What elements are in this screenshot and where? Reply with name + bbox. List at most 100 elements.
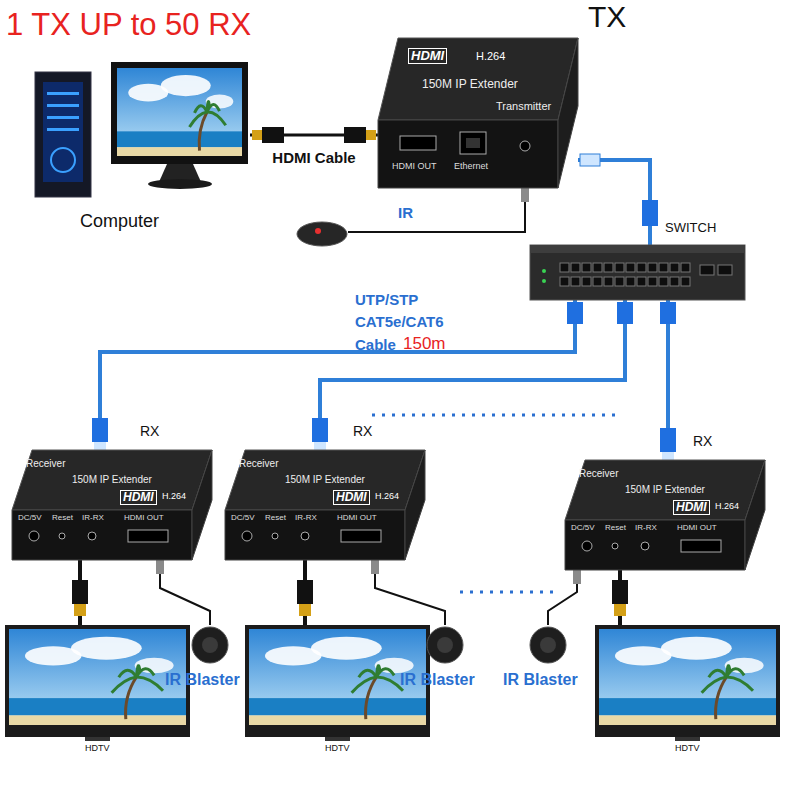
switch-port bbox=[615, 277, 624, 286]
dc-jack bbox=[582, 541, 592, 551]
node-text: HDMI OUT bbox=[677, 524, 717, 533]
ir-cable bbox=[348, 202, 525, 232]
switch-port bbox=[604, 277, 613, 286]
switch-port bbox=[681, 263, 690, 272]
switch-port bbox=[582, 263, 591, 272]
cable-connector bbox=[578, 160, 650, 245]
pc-light bbox=[47, 128, 79, 131]
dc-jack bbox=[29, 531, 39, 541]
node-text: Reset bbox=[265, 514, 286, 523]
continuation-dots bbox=[372, 414, 622, 417]
edge-label: HDMI Cable bbox=[272, 150, 355, 167]
node-text: IR-RX bbox=[295, 514, 317, 523]
node-drawing bbox=[12, 450, 212, 560]
hdmi-plug bbox=[262, 127, 284, 143]
node-text: Ethernet bbox=[454, 162, 488, 172]
node-text: 150M IP Extender bbox=[422, 78, 518, 91]
cable-connector bbox=[160, 560, 210, 625]
cable-label: 150m bbox=[403, 335, 446, 354]
node-drawing bbox=[225, 450, 425, 560]
computer-node: Computer bbox=[35, 62, 250, 237]
transmitter-box: TXHDMIH.264150M IP ExtenderTransmitterHD… bbox=[378, 38, 578, 188]
device-top bbox=[378, 38, 578, 120]
node-text: Receiver bbox=[239, 458, 278, 469]
sea bbox=[9, 698, 186, 715]
cable-label: IR bbox=[398, 205, 413, 222]
rj45-plug-tip bbox=[94, 442, 106, 450]
device-front bbox=[378, 120, 558, 188]
cable-label: UTP/STP bbox=[355, 292, 418, 309]
network-switch: SWITCH bbox=[530, 245, 745, 300]
palm-leaf bbox=[195, 106, 208, 113]
hdmi-plug-tip bbox=[366, 130, 376, 140]
status-led bbox=[542, 269, 546, 273]
palm-leaf bbox=[726, 677, 753, 691]
palm-trunk bbox=[716, 677, 727, 719]
palm-leaf bbox=[136, 666, 140, 677]
cable-connector bbox=[100, 300, 575, 450]
pc-light bbox=[47, 104, 79, 107]
node-drawing bbox=[35, 62, 248, 197]
hdmi-plug-tip bbox=[252, 130, 262, 140]
node-text: Reset bbox=[605, 524, 626, 533]
palm-leaf bbox=[376, 677, 403, 691]
cable-label: CAT5e/CAT6 bbox=[355, 314, 444, 331]
reset-button bbox=[272, 533, 278, 539]
ir-sensor-led bbox=[315, 228, 321, 234]
reset-button bbox=[612, 543, 618, 549]
tv-frame bbox=[5, 625, 190, 737]
hdmi-port bbox=[400, 136, 436, 150]
hdmi-port bbox=[681, 540, 721, 552]
switch-top bbox=[530, 245, 745, 253]
palm-trunk bbox=[199, 112, 207, 151]
cable-connector bbox=[666, 300, 670, 460]
diagram-title: 1 TX UP to 50 RX bbox=[6, 8, 251, 42]
cable-label: Cable bbox=[355, 337, 396, 354]
hdmi-plug-tip bbox=[74, 604, 86, 616]
device-front bbox=[12, 510, 192, 560]
node-text: DC/5V bbox=[571, 524, 595, 533]
device-side bbox=[405, 450, 425, 560]
palm-leaf bbox=[207, 102, 210, 112]
screen-sky bbox=[599, 629, 776, 725]
cloud bbox=[161, 75, 211, 96]
device-side bbox=[558, 38, 578, 188]
ir-blaster-eye bbox=[437, 637, 453, 653]
cable-connector bbox=[375, 560, 445, 625]
node-text: SWITCH bbox=[665, 221, 716, 235]
node-text: HDMI bbox=[333, 490, 370, 505]
ethernet-port bbox=[460, 132, 486, 154]
device-side bbox=[745, 460, 765, 570]
node-text: HDTV bbox=[85, 744, 110, 754]
node-text: HDMI bbox=[673, 500, 710, 515]
node-text: HDTV bbox=[675, 744, 700, 754]
tv-stand bbox=[675, 737, 700, 741]
cable-connector bbox=[303, 560, 307, 625]
node-text: DC/5V bbox=[18, 514, 42, 523]
node-drawing bbox=[5, 625, 190, 741]
rj45-plug bbox=[567, 302, 583, 324]
node-text: H.264 bbox=[476, 50, 505, 62]
cable-connector bbox=[548, 570, 577, 625]
node-text: H.264 bbox=[375, 492, 399, 502]
palm-leaf bbox=[112, 677, 137, 693]
device-front bbox=[225, 510, 405, 560]
palm-leaf bbox=[359, 670, 377, 677]
node-text: TX bbox=[588, 0, 626, 33]
node-text: IR-RX bbox=[635, 524, 657, 533]
node-text: DC/5V bbox=[231, 514, 255, 523]
device-side bbox=[192, 450, 212, 560]
pc-fan bbox=[51, 148, 75, 172]
device-front bbox=[565, 520, 745, 570]
device-top bbox=[12, 450, 212, 510]
palm-leaf bbox=[119, 670, 137, 677]
node-text: IR Blaster bbox=[165, 671, 240, 689]
node-text: RX bbox=[693, 434, 712, 449]
cloud bbox=[311, 637, 382, 660]
screen-sky bbox=[117, 68, 242, 156]
hdmi-plug-tip bbox=[299, 604, 311, 616]
rj45-plug-tip bbox=[314, 442, 326, 450]
tv-stand bbox=[325, 737, 350, 741]
device-top bbox=[225, 450, 425, 510]
rj45-plug bbox=[660, 302, 676, 324]
